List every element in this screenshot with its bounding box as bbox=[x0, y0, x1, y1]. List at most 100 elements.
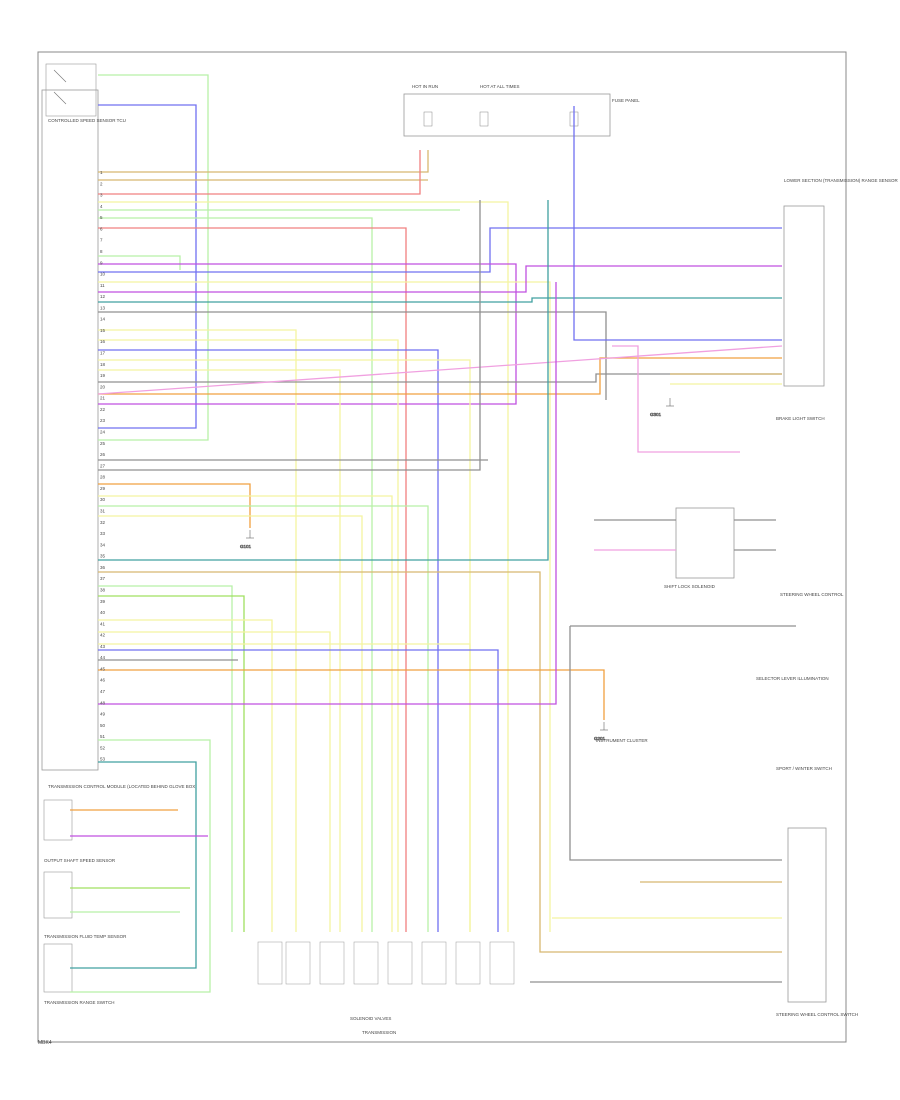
ground-g3: G301 bbox=[650, 412, 662, 417]
connector-pin-label: 18 bbox=[100, 362, 106, 367]
footer-code: MBK4 bbox=[38, 1040, 52, 1046]
shift-lock: SHIFT LOCK SOLENOID bbox=[664, 507, 735, 589]
wire-yellow-1 bbox=[98, 201, 509, 932]
wire-blue-range bbox=[98, 227, 782, 273]
connector-pin-label: 17 bbox=[100, 351, 106, 356]
connector-pin-label: 43 bbox=[100, 644, 106, 649]
connector-pin-label: 33 bbox=[100, 531, 106, 536]
connector-pin-label: 34 bbox=[100, 542, 106, 547]
wire-teal-2 bbox=[98, 200, 549, 561]
wire-yellow-5 bbox=[98, 359, 471, 932]
wire-green-5 bbox=[98, 505, 429, 932]
wire-yellow-4 bbox=[98, 339, 399, 932]
connector-pin-label: 25 bbox=[100, 441, 106, 446]
connector-pin-label: 19 bbox=[100, 373, 106, 378]
wire-yellow-10 bbox=[98, 631, 331, 932]
wire-green-4 bbox=[98, 255, 181, 270]
connector-pin-label: 15 bbox=[100, 328, 106, 333]
connector-pin-label: 38 bbox=[100, 588, 106, 593]
transmission-label: TRANSMISSION bbox=[362, 1030, 396, 1035]
fuse-panel: HOT AT ALL TIMES HOT IN RUN FUSE PANEL bbox=[403, 84, 640, 137]
wire-blue-2 bbox=[98, 349, 439, 932]
wire-purple-1 bbox=[98, 263, 517, 405]
solenoid-block: SOLENOID VALVES TRANSMISSION bbox=[257, 941, 515, 1035]
connector-pin-label: 32 bbox=[100, 520, 106, 525]
connector-pin-label: 41 bbox=[100, 621, 106, 626]
connector-pin-label: 16 bbox=[100, 339, 106, 344]
pin-numbers: 1234567891011121314151617181920212223242… bbox=[100, 170, 106, 762]
connector-pin-label: 50 bbox=[100, 723, 106, 728]
connector-pin-label: 3 bbox=[100, 193, 103, 198]
sport-switch-label: SPORT / WINTER SWITCH bbox=[776, 766, 832, 771]
connector-pin-label: 39 bbox=[100, 599, 106, 604]
fuse-panel-label: HOT AT ALL TIMES bbox=[480, 84, 520, 89]
range-sensor: LOWER SECTION (TRANSMISSION) RANGE SENSO… bbox=[783, 178, 899, 387]
wire-purple-range bbox=[98, 265, 782, 293]
connector-pin-label: 4 bbox=[100, 204, 103, 209]
solenoid-label: SOLENOID VALVES bbox=[350, 1016, 391, 1021]
connector-pin-label: 46 bbox=[100, 678, 106, 683]
connector-pin-label: 29 bbox=[100, 486, 106, 491]
fuse-left-label: HOT IN RUN bbox=[412, 84, 438, 89]
fuse-right-label: FUSE PANEL bbox=[612, 98, 640, 103]
wire-pink-brake bbox=[612, 345, 740, 453]
connector-pin-label: 51 bbox=[100, 734, 106, 739]
connector-pin-label: 44 bbox=[100, 655, 106, 660]
wire-lime-1 bbox=[98, 595, 245, 932]
connector-pin-label: 37 bbox=[100, 576, 106, 581]
wire-top-blue bbox=[98, 104, 197, 429]
trans-range-label: TRANSMISSION RANGE SWITCH bbox=[44, 1000, 115, 1005]
connector-pin-label: 1 bbox=[100, 170, 103, 175]
tcm-bottom-label: TRANSMISSION CONTROL MODULE (LOCATED BEH… bbox=[48, 784, 197, 789]
connector-pin-label: 14 bbox=[100, 317, 106, 322]
wire-teal-bottom bbox=[70, 761, 197, 969]
wire-tan-switch bbox=[98, 571, 782, 953]
wire-orange-cluster bbox=[98, 669, 605, 720]
steering-switch: STEERING WHEEL CONTROL SWITCH bbox=[776, 827, 858, 1017]
wire-top-green bbox=[98, 74, 209, 441]
connector-pin-label: 20 bbox=[100, 384, 106, 389]
connector-pin-label: 28 bbox=[100, 475, 106, 480]
connector-pin-label: 53 bbox=[100, 757, 106, 762]
connector-pin-label: 13 bbox=[100, 305, 106, 310]
connector-pin-label: 21 bbox=[100, 396, 106, 401]
connector-pin-label: 42 bbox=[100, 633, 106, 638]
connector-pin-label: 22 bbox=[100, 407, 106, 412]
wire-gray-1 bbox=[98, 311, 607, 400]
connector-pin-label: 27 bbox=[100, 463, 106, 468]
output-speed-sensor-label: OUTPUT SHAFT SPEED SENSOR bbox=[44, 858, 116, 863]
wire-gray-steer2 bbox=[569, 626, 782, 861]
wire-layer bbox=[70, 74, 796, 993]
wire-red-3 bbox=[98, 227, 407, 932]
connector-pin-label: 23 bbox=[100, 418, 106, 423]
connector-pin-label: 40 bbox=[100, 610, 106, 615]
wire-orange-range bbox=[98, 357, 782, 395]
connector-pin-label: 45 bbox=[100, 667, 106, 672]
connector-pin-label: 11 bbox=[100, 283, 105, 288]
ground-symbols: G101 G201 G301 bbox=[240, 398, 674, 741]
wire-yellow-2 bbox=[98, 281, 551, 932]
connector-pin-label: 7 bbox=[100, 238, 103, 243]
connector-pin-label: 31 bbox=[100, 509, 106, 514]
connector-pin-label: 6 bbox=[100, 226, 103, 231]
connector-pin-label: 36 bbox=[100, 565, 106, 570]
connector-pin-label: 8 bbox=[100, 249, 103, 254]
fluid-temp-sensor-label: TRANSMISSION FLUID TEMP SENSOR bbox=[44, 934, 127, 939]
connector-pin-label: 2 bbox=[100, 181, 103, 186]
wire-green-6 bbox=[98, 585, 233, 932]
connector-pin-label: 5 bbox=[100, 215, 103, 220]
wire-green-bottom bbox=[70, 739, 211, 993]
steering-label: STEERING WHEEL CONTROL bbox=[780, 592, 844, 597]
wire-power-red bbox=[98, 150, 421, 195]
connector-pin-label: 52 bbox=[100, 745, 106, 750]
wire-yellow-8 bbox=[98, 515, 363, 932]
wire-blue-fuse bbox=[573, 106, 782, 341]
tcm-connector: CONTROLLED SPEED SENSOR TCU TRANSMISSION… bbox=[41, 63, 197, 789]
wire-blue-3 bbox=[98, 649, 499, 932]
wire-gray-3 bbox=[98, 200, 481, 471]
diagram-frame bbox=[37, 51, 847, 1043]
tcm-top-label: CONTROLLED SPEED SENSOR TCU bbox=[48, 118, 126, 123]
range-sensor-label: LOWER SECTION (TRANSMISSION) RANGE SENSO… bbox=[784, 178, 899, 183]
shift-lock-label: SHIFT LOCK SOLENOID bbox=[664, 584, 716, 589]
brake-switch-label: BRAKE LIGHT SWITCH bbox=[776, 416, 825, 421]
